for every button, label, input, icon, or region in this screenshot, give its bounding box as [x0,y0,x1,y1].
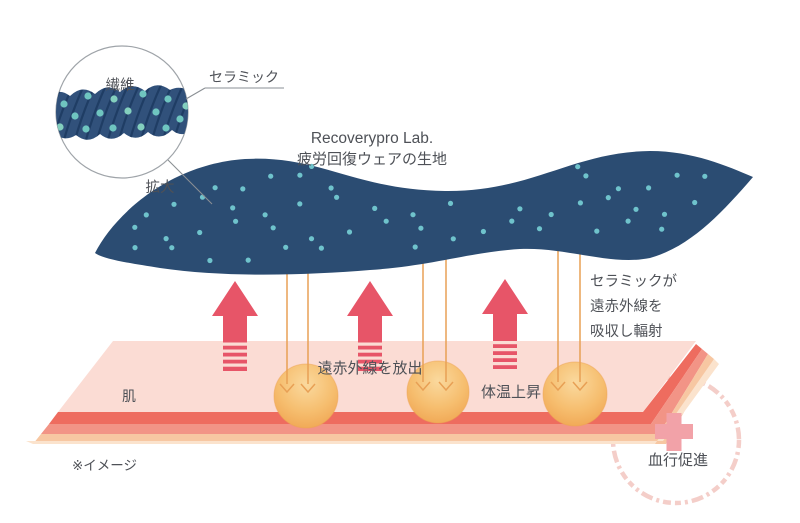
heat-particle [542,361,608,427]
emit-label: 遠赤外線を放出 [317,360,422,377]
ceramic-leader-line [185,87,284,100]
fabric-shape [95,151,753,275]
zoom-leader-line [167,159,213,205]
cross-icon [655,413,693,451]
brand-title: Recoverypro Lab. [311,130,433,147]
fiber-magnifier [55,45,284,205]
fiber-ceramic-dots [56,90,188,133]
temperature-label: 体温上昇 [481,384,541,401]
up-arrow [482,279,528,369]
zoom-label: 拡大 [146,179,175,196]
fabric-title: 疲労回復ウェアの生地 [297,151,447,168]
badge-label: 血行促進 [648,452,708,469]
skin-layer [41,349,708,434]
absorb-label-line2: 遠赤外線を [590,298,663,315]
absorb-label-line3: 吸収し輻射 [590,323,663,340]
skin-surface [58,341,696,412]
ceramic-label: セラミック [209,69,279,85]
skin-layer [33,354,714,444]
absorb-label-line1: セラミックが [590,273,677,290]
up-arrows [212,279,528,371]
ceramic-dots [132,163,708,264]
up-arrow [347,281,393,371]
fabric-sheet [95,151,753,275]
heat-particle [273,363,339,429]
skin-slab [26,341,719,444]
skin-layer [49,344,702,424]
up-arrow [212,281,258,371]
fiber-label: 繊維 [106,77,135,94]
infrared-rays [279,250,588,394]
image-note: ※イメージ [72,458,137,473]
skin-label: 肌 [122,388,136,404]
